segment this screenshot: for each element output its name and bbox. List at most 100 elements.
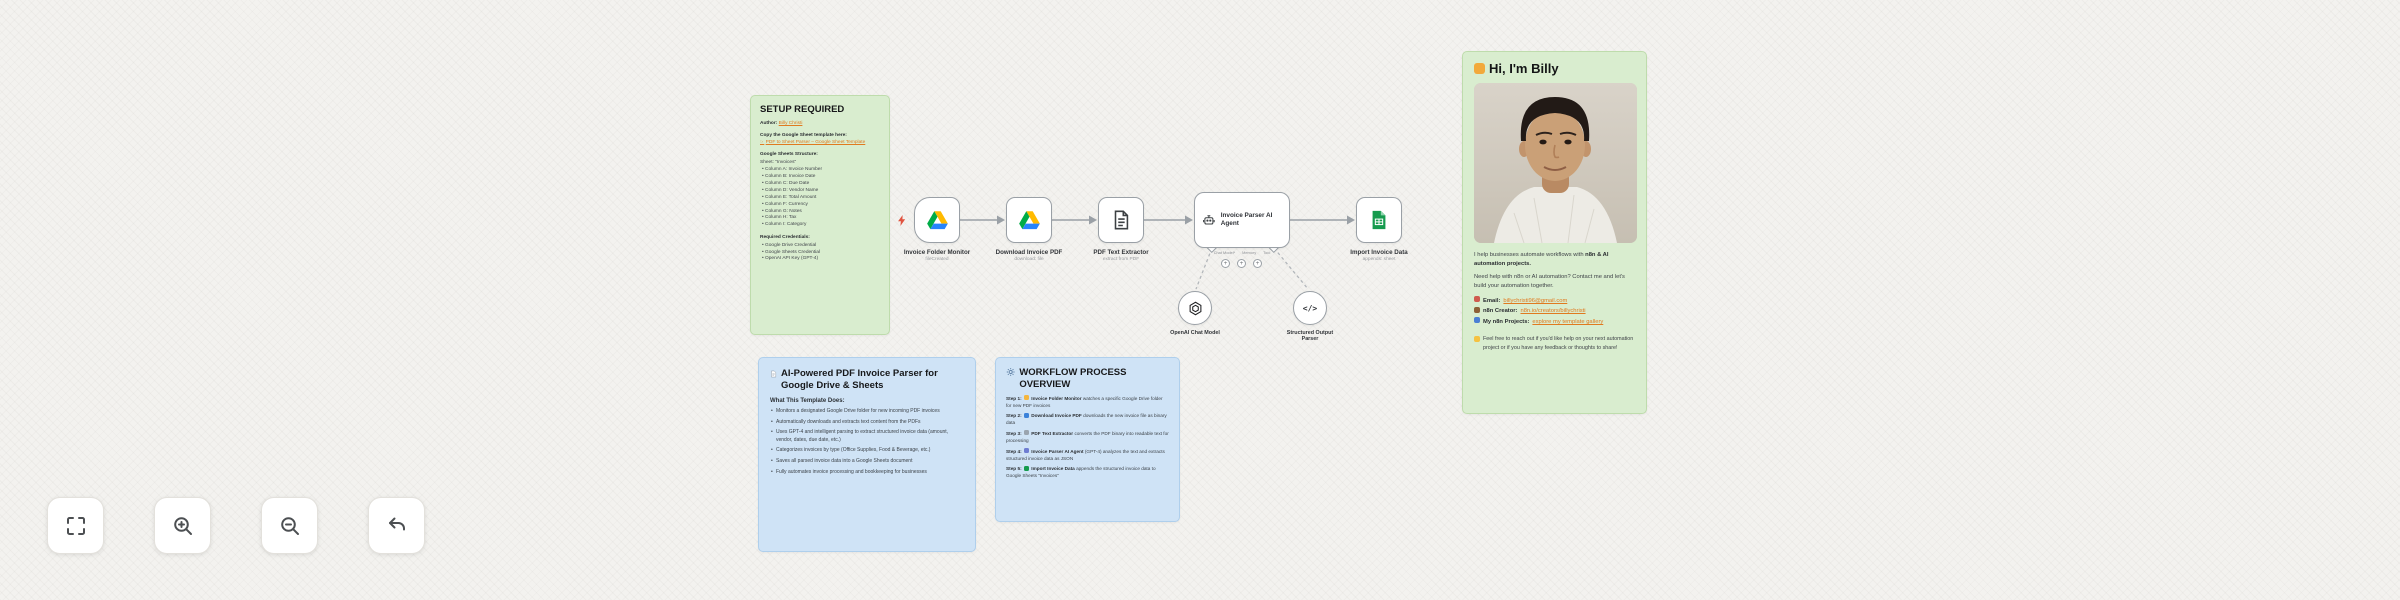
email-link[interactable]: billychristi96@gmail.com <box>1503 297 1568 304</box>
structure-heading: Google Sheets Structure: <box>760 152 818 158</box>
sticky-note-author-intro[interactable]: Hi, I'm Billy <box>1462 51 1647 414</box>
sticky-title-row: AI-Powered PDF Invoice Parser for Google… <box>770 368 964 392</box>
workflow-step: Step 1: Invoice Folder Monitor watches a… <box>1006 395 1169 409</box>
email-icon <box>1474 296 1480 303</box>
step-label: Step 4: <box>1006 448 1022 454</box>
add-connection-button[interactable]: + <box>1221 259 1230 268</box>
workflow-step: Step 5: Import Invoice Data appends the … <box>1006 465 1169 479</box>
list-item: OpenAI API Key (GPT-4) <box>762 256 880 263</box>
author-photo <box>1474 83 1637 243</box>
spreadsheet-icon <box>1023 465 1029 471</box>
list-item: Monitors a designated Google Drive folde… <box>770 408 964 416</box>
sticky-title: AI-Powered PDF Invoice Parser for Google… <box>780 368 938 391</box>
add-connection-button[interactable]: + <box>1237 259 1246 268</box>
columns-list: Column A: Invoice Number Column B: Invoi… <box>762 167 880 230</box>
fit-view-button[interactable] <box>47 497 104 554</box>
node-subtitle: appends: sheet <box>1362 257 1396 262</box>
sticky-note-workflow-overview[interactable]: WORKFLOW PROCESS OVERVIEW Step 1: Invoic… <box>995 357 1180 522</box>
lightbulb-icon <box>1474 335 1480 342</box>
list-item: Column F: Currency <box>762 202 880 209</box>
undo-icon <box>388 517 405 530</box>
step-text: (GPT-4) analyzes the text and extracts s… <box>1006 448 1165 461</box>
contact-label: n8n Creator: <box>1483 308 1518 315</box>
undo-button[interactable] <box>368 497 425 554</box>
list-item: Column B: Invoice Date <box>762 174 880 181</box>
list-item: Fully automates invoice processing and b… <box>770 469 964 477</box>
step-label: Step 1: <box>1006 395 1022 401</box>
sticky-title: Hi, I'm Billy <box>1489 61 1559 76</box>
node-name: Invoice Folder Monitor <box>903 249 971 256</box>
contact-label: My n8n Projects: <box>1483 318 1530 325</box>
zoom-out-button[interactable] <box>261 497 318 554</box>
sticky-note-template-description[interactable]: AI-Powered PDF Invoice Parser for Google… <box>758 357 976 552</box>
template-link[interactable]: PDF to Sheet Parser – Google Sheet Templ… <box>765 140 866 146</box>
intro-paragraph: I help businesses automate workflows wit… <box>1474 251 1635 268</box>
port-chat-model[interactable]: Chat Model* <box>1213 250 1236 255</box>
node-import-invoice-data[interactable] <box>1356 197 1402 243</box>
step-text: converts the PDF binary into readable te… <box>1006 430 1169 443</box>
list-item: Google Drive Credential <box>762 243 880 250</box>
port-memory[interactable]: Memory <box>1242 250 1257 255</box>
list-item: Column A: Invoice Number <box>762 167 880 174</box>
projects-link[interactable]: explore my template gallery <box>1532 318 1604 325</box>
list-item: Column D: Vendor Name <box>762 188 880 195</box>
zoom-out-icon <box>280 516 299 535</box>
author-line: Author: Billy Christi <box>760 120 880 127</box>
node-name: PDF Text Extractor <box>1093 249 1149 256</box>
creator-profile-link[interactable]: n8n.io/creators/billychristi <box>1520 308 1586 315</box>
list-item: Column G: Notes <box>762 209 880 216</box>
feature-list: Monitors a designated Google Drive folde… <box>770 408 964 477</box>
canvas-controls <box>47 497 425 554</box>
node-openai-chat-model[interactable] <box>1178 291 1212 325</box>
node-name: Download Invoice PDF <box>995 249 1063 256</box>
add-connection-button[interactable]: + <box>1253 259 1262 268</box>
list-item: Column I: Category <box>762 222 880 229</box>
step-node: Import Invoice Data <box>1031 466 1075 472</box>
document-icon <box>771 370 777 378</box>
list-item: Google Sheets Credential <box>762 250 880 257</box>
list-item: Categorizes invoices by type (Office Sup… <box>770 447 964 455</box>
sticky-title: SETUP REQUIRED <box>760 104 845 115</box>
agent-ports: Chat Model* Memory Tool <box>1214 250 1271 255</box>
node-name: Import Invoice Data <box>1350 249 1408 256</box>
node-pdf-text-extractor[interactable] <box>1098 197 1144 243</box>
contact-row: My n8n Projects: explore my template gal… <box>1474 317 1635 328</box>
node-invoice-parser-ai-agent[interactable]: Invoice Parser AI Agent <box>1194 192 1290 248</box>
google-drive-icon <box>926 210 948 229</box>
openai-icon <box>1189 301 1201 315</box>
google-drive-icon <box>1018 210 1040 229</box>
step-node: Invoice Folder Monitor <box>1031 395 1082 401</box>
node-label: PDF Text Extractor extract from PDF <box>1066 249 1176 262</box>
subnode-label: OpenAI Chat Model <box>1170 330 1220 336</box>
list-item: Column C: Due Date <box>762 181 880 188</box>
node-label: Download Invoice PDF download: file <box>974 249 1084 262</box>
template-link-line: ☞ PDF to Sheet Parser – Google Sheet Tem… <box>760 139 880 146</box>
footer-note: Feel free to reach out if you'd like hel… <box>1474 335 1635 351</box>
list-item: Automatically downloads and extracts tex… <box>770 419 964 427</box>
step-label: Step 3: <box>1006 430 1022 436</box>
help-paragraph: Need help with n8n or AI automation? Con… <box>1474 274 1625 290</box>
contact-row: Email: billychristi96@gmail.com <box>1474 296 1635 307</box>
step-text: downloads the new invoice file as binary… <box>1006 413 1167 426</box>
subheading: What This Template Does: <box>770 397 845 404</box>
node-subtitle: download: file <box>1014 257 1044 262</box>
author-link[interactable]: Billy Christi <box>778 120 803 126</box>
zoom-in-button[interactable] <box>154 497 211 554</box>
code-brackets-icon: </> <box>1302 303 1318 313</box>
list-item: Saves all parsed invoice data into a Goo… <box>770 458 964 466</box>
port-tool[interactable]: Tool <box>1263 250 1271 255</box>
step-node: PDF Text Extractor <box>1031 430 1074 436</box>
step-text: appends the structured invoice data to G… <box>1006 466 1156 479</box>
briefcase-icon <box>1474 306 1480 313</box>
node-download-invoice-pdf[interactable] <box>1006 197 1052 243</box>
robot-icon <box>1023 448 1029 454</box>
footer-text: Feel free to reach out if you'd like hel… <box>1483 336 1634 351</box>
node-invoice-folder-monitor[interactable] <box>914 197 960 243</box>
intro-text: I help businesses automate workflows wit… <box>1474 252 1586 258</box>
sticky-title-row: WORKFLOW PROCESS OVERVIEW <box>1006 367 1169 391</box>
sticky-note-setup-required[interactable]: SETUP REQUIRED Author: Billy Christi Cop… <box>750 95 890 335</box>
node-label: Import Invoice Data appends: sheet <box>1324 249 1434 262</box>
copy-heading: Copy the Google Sheet template here: <box>760 133 847 139</box>
node-structured-output-parser[interactable]: </> <box>1293 291 1327 325</box>
